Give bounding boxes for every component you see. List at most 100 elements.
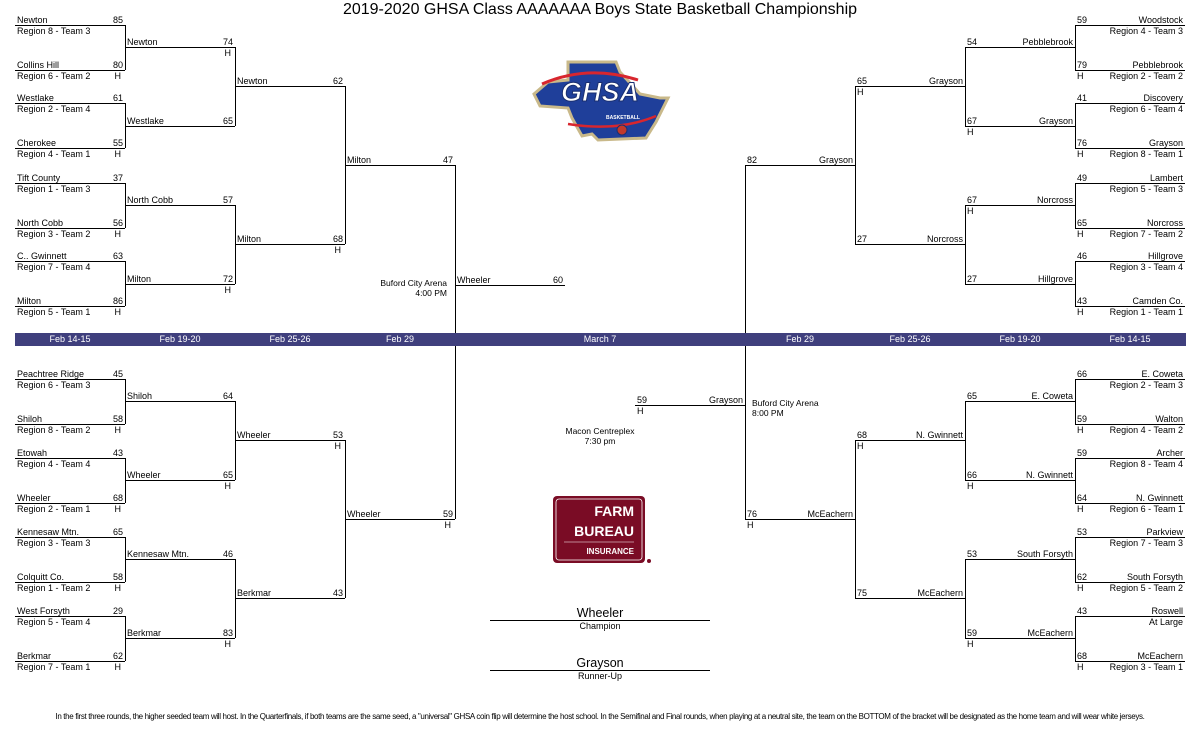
team-score: 65	[1077, 218, 1088, 228]
team-score: 62	[1077, 572, 1088, 582]
venue-time: 8:00 PM	[752, 408, 784, 418]
host-marker: H	[334, 245, 342, 255]
team-score: 27	[967, 274, 978, 284]
team-score: 59	[442, 509, 453, 519]
team-name: N. Gwinnett	[915, 430, 963, 440]
team-score: 43	[1077, 296, 1088, 306]
bracket-line	[235, 598, 345, 599]
team-name: C.. Gwinnett	[17, 251, 67, 261]
team-score: 65	[967, 391, 978, 401]
team-region: At Large	[1148, 617, 1183, 627]
bracket-connector	[855, 440, 856, 598]
host-marker: H	[857, 87, 864, 97]
date-label: Feb 14-15	[49, 334, 91, 344]
team-score: 62	[112, 651, 123, 661]
date-label: March 7	[583, 334, 617, 344]
right-semifinal-venue: Buford City Arena 8:00 PM	[752, 398, 819, 418]
team-name: Etowah	[17, 448, 48, 458]
team-name: Archer	[1156, 448, 1183, 458]
team-name: Discovery	[1143, 93, 1183, 103]
team-score: 53	[1077, 527, 1088, 537]
team-score: 80	[112, 60, 123, 70]
host-marker: H	[857, 441, 864, 451]
team-region: Region 7 - Team 3	[1109, 538, 1183, 548]
venue-time: 7:30 pm	[584, 436, 616, 446]
bracket-line	[1075, 228, 1185, 229]
host-marker: H	[747, 520, 754, 530]
team-name: North Cobb	[17, 218, 64, 228]
bracket-line	[15, 306, 125, 307]
team-region: Region 3 - Team 1	[1109, 662, 1183, 672]
team-name: Newton	[127, 37, 158, 47]
team-name: Norcross	[926, 234, 963, 244]
team-region: Region 6 - Team 4	[1109, 104, 1183, 114]
team-name: Tift County	[17, 173, 61, 183]
team-score: 57	[222, 195, 233, 205]
team-score: 46	[222, 549, 233, 559]
team-score: 72	[222, 274, 233, 284]
team-score: 43	[332, 588, 343, 598]
bracket-line	[1075, 661, 1185, 662]
team-name: E. Coweta	[1031, 391, 1073, 401]
team-name: Kennesaw Mtn.	[17, 527, 80, 537]
bracket-connector	[855, 86, 856, 244]
team-score: 53	[332, 430, 343, 440]
team-name: Wheeler	[127, 470, 161, 480]
team-region: Region 7 - Team 4	[17, 262, 91, 272]
venue-name: Buford City Arena	[752, 398, 819, 408]
host-marker: H	[1077, 229, 1084, 239]
team-score: 60	[552, 275, 563, 285]
team-name: Grayson	[708, 395, 743, 405]
team-score: 53	[967, 549, 978, 559]
bracket-line	[125, 205, 235, 206]
bracket-line	[125, 559, 235, 560]
team-name: Berkmar	[17, 651, 52, 661]
team-score: 67	[967, 195, 978, 205]
team-score: 65	[857, 76, 868, 86]
bracket-connector	[1075, 261, 1076, 306]
team-name: Milton	[17, 296, 42, 306]
bracket-connector	[965, 205, 966, 284]
team-region: Region 4 - Team 2	[1109, 425, 1183, 435]
bracket-line	[635, 405, 745, 406]
footnote: In the first three rounds, the higher se…	[55, 712, 1145, 721]
team-region: Region 8 - Team 4	[1109, 459, 1183, 469]
team-name: N. Gwinnett	[1135, 493, 1183, 503]
team-score: 41	[1077, 93, 1088, 103]
bracket-line	[1075, 183, 1185, 184]
team-score: 56	[112, 218, 123, 228]
bracket-connector	[125, 261, 126, 306]
team-name: McEachern	[917, 588, 963, 598]
host-marker: H	[967, 639, 974, 649]
team-name: Newton	[237, 76, 268, 86]
team-name: Walton	[1155, 414, 1183, 424]
team-name: South Forsyth	[1016, 549, 1073, 559]
bracket-line	[1075, 582, 1185, 583]
team-name: Grayson	[1038, 116, 1073, 126]
team-score: 43	[1077, 606, 1088, 616]
date-label: Feb 25-26	[269, 334, 311, 344]
host-marker: H	[114, 425, 122, 435]
team-region: Region 5 - Team 1	[17, 307, 91, 317]
team-name: Roswell	[1151, 606, 1183, 616]
team-score: 76	[747, 509, 758, 519]
team-score: 63	[112, 251, 123, 261]
team-name: Hillgrove	[1037, 274, 1073, 284]
team-score: 58	[112, 572, 123, 582]
team-score: 61	[112, 93, 123, 103]
team-score: 59	[1077, 15, 1088, 25]
bracket-line	[745, 519, 855, 520]
bracket-connector	[1075, 537, 1076, 582]
team-score: 75	[857, 588, 868, 598]
team-name: Kennesaw Mtn.	[127, 549, 190, 559]
team-region: Region 1 - Team 1	[1109, 307, 1183, 317]
bracket-line	[15, 103, 125, 104]
farm-bureau-logo: FARM BUREAU INSURANCE	[552, 495, 652, 572]
team-region: Region 4 - Team 1	[17, 149, 91, 159]
team-name: E. Coweta	[1141, 369, 1183, 379]
team-region: Region 6 - Team 2	[17, 71, 91, 81]
host-marker: H	[1077, 71, 1084, 81]
team-name: N. Gwinnett	[1025, 470, 1073, 480]
team-name: Wheeler	[457, 275, 491, 285]
bracket-line	[235, 440, 345, 441]
